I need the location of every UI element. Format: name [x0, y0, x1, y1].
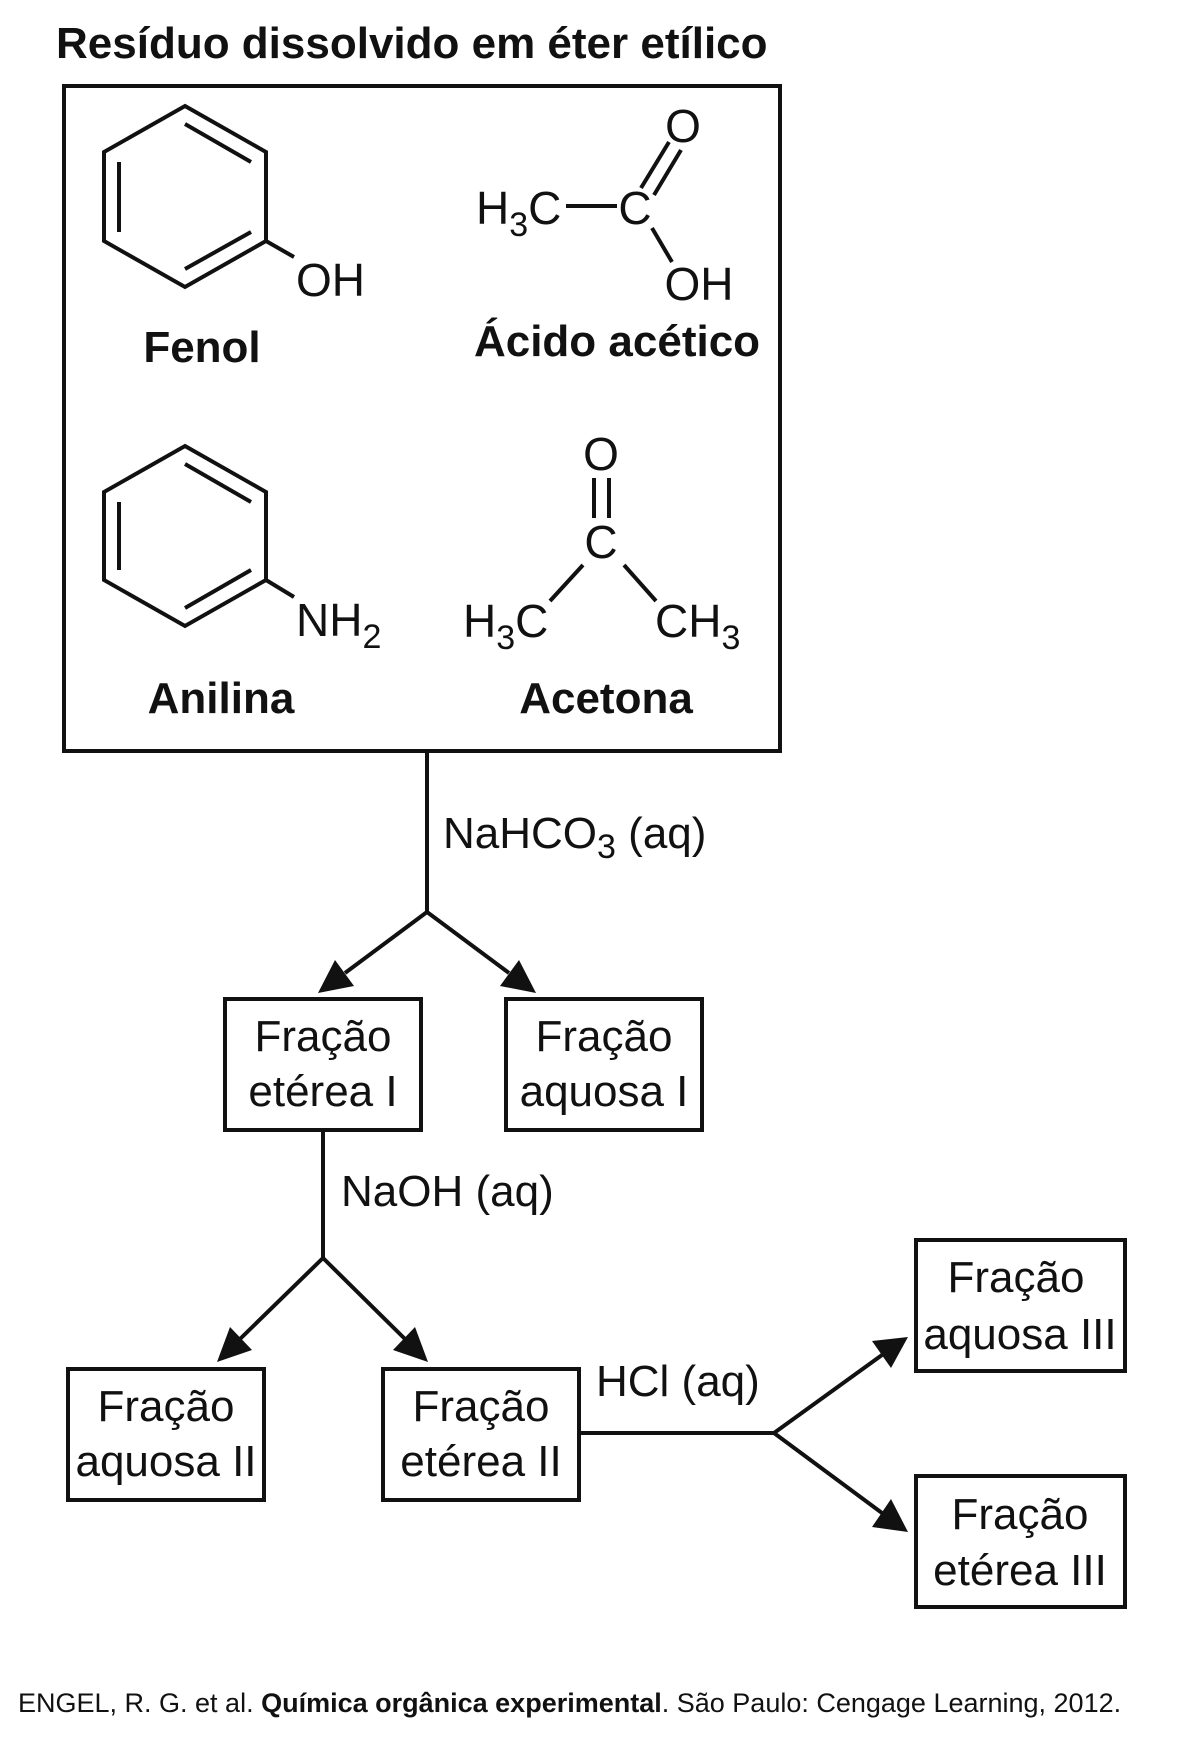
arrow-to-eterea-1: [343, 910, 429, 975]
fracao-eterea-2-box: Fração etérea II: [381, 1367, 581, 1502]
acido-acetico-structure: H3C C O OH Ácido acético: [474, 100, 760, 366]
acetic-co-double-bond: [639, 140, 671, 190]
acetona-name: Acetona: [519, 674, 693, 723]
acetone-carbon-label: C: [584, 516, 617, 568]
anilina-name: Anilina: [148, 674, 295, 723]
arrowhead: [318, 960, 354, 993]
fracao-eterea-1-box: Fração etérea I: [223, 997, 423, 1132]
acetone-right-methyl-label: CH3: [655, 595, 740, 657]
fracao-aquosa-1-line1: Fração: [536, 1012, 673, 1061]
fenol-benzene-ring: [102, 103, 268, 290]
fenol-double-bond: [184, 122, 252, 164]
arrow-to-eterea-2: [321, 1256, 407, 1341]
acetic-carbon-label: C: [618, 182, 651, 234]
fracao-aquosa-3-line1: Fração: [948, 1253, 1085, 1302]
fracao-aquosa-3-box: Fração aquosa III: [914, 1238, 1127, 1373]
fracao-eterea-1-line2: etérea I: [248, 1067, 397, 1116]
arrowhead: [500, 960, 536, 993]
arrow-to-eterea-3: [772, 1431, 884, 1515]
mixture-box: [62, 84, 782, 753]
fenol-structure: OH Fenol: [102, 103, 365, 372]
fracao-eterea-3-line2: etérea III: [933, 1546, 1107, 1595]
naoh-label: NaOH (aq): [341, 1167, 554, 1216]
arrowhead: [393, 1327, 428, 1362]
fracao-eterea-2-line2: etérea II: [400, 1437, 561, 1486]
acetic-oh-bond: [650, 226, 674, 264]
acetona-structure: O C H3C CH3 Acetona: [463, 428, 740, 723]
anilina-double-bond: [184, 568, 252, 610]
fenol-name: Fenol: [143, 323, 260, 372]
fracao-aquosa-2-line1: Fração: [98, 1382, 235, 1431]
hcl-label: HCl (aq): [596, 1357, 760, 1406]
acido-acetico-name: Ácido acético: [474, 316, 760, 366]
acetone-left-methyl-label: H3C: [463, 595, 548, 657]
diagram-title: Resíduo dissolvido em éter etílico: [56, 19, 768, 68]
fracao-aquosa-3-line2: aquosa III: [923, 1310, 1116, 1359]
fracao-eterea-3-line1: Fração: [952, 1490, 1089, 1539]
arrowhead: [872, 1337, 908, 1368]
fracao-aquosa-1-line2: aquosa I: [520, 1067, 689, 1116]
acetic-oh-label: OH: [665, 258, 734, 310]
arrow-to-aquosa-3: [772, 1353, 884, 1435]
anilina-nh2-label: NH2: [296, 594, 381, 656]
acetic-co-double-bond: [652, 148, 683, 197]
fenol-double-bond: [184, 230, 252, 271]
fenol-oh-bond: [265, 239, 295, 259]
fenol-oh-label: OH: [296, 254, 365, 306]
acetone-left-bond: [548, 563, 585, 603]
fracao-eterea-1-line1: Fração: [255, 1012, 392, 1061]
acetone-oxygen-label: O: [583, 428, 619, 480]
anilina-double-bond: [184, 462, 252, 504]
fracao-aquosa-2-line2: aquosa II: [75, 1437, 256, 1486]
fracao-aquosa-1-box: Fração aquosa I: [504, 997, 704, 1132]
anilina-nh2-bond: [264, 578, 296, 599]
fracao-aquosa-2-box: Fração aquosa II: [66, 1367, 266, 1502]
acetic-methyl-label: H3C: [476, 182, 561, 244]
acetone-right-bond: [622, 563, 658, 603]
arrow-to-aquosa-1: [425, 910, 511, 975]
source-citation: ENGEL, R. G. et al. Química orgânica exp…: [18, 1688, 1121, 1718]
acetic-oxygen-label: O: [665, 100, 701, 152]
anilina-benzene-ring: [102, 443, 268, 629]
nahco3-label: NaHCO3 (aq): [443, 809, 706, 866]
arrow-to-aquosa-2: [238, 1256, 325, 1341]
arrowhead: [872, 1499, 908, 1532]
fracao-eterea-3-box: Fração etérea III: [914, 1474, 1127, 1609]
anilina-structure: NH2 Anilina: [102, 443, 381, 723]
arrowhead: [217, 1327, 252, 1362]
fracao-eterea-2-line1: Fração: [413, 1382, 550, 1431]
